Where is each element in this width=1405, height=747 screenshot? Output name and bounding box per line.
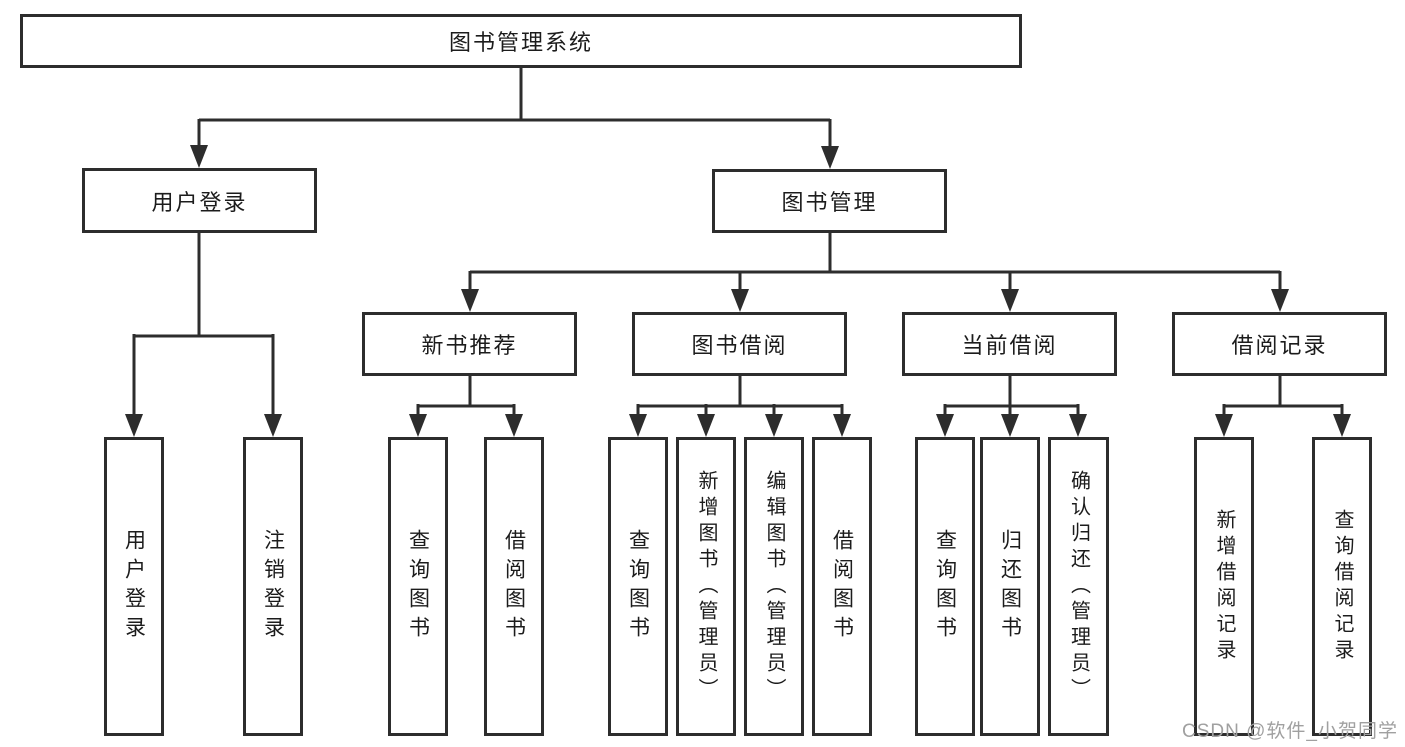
node-new-book-recommendation: 新书推荐 — [362, 312, 577, 376]
leaf-logout: 注销登录 — [243, 437, 303, 736]
node-current-borrowing: 当前借阅 — [902, 312, 1117, 376]
node-book-management: 图书管理 — [712, 169, 947, 233]
leaf-return-books: 归还图书 — [980, 437, 1040, 736]
leaf-add-book-admin: 新增图书（管理员） — [676, 437, 736, 736]
leaf-query-books-borrowing: 查询图书 — [608, 437, 668, 736]
leaf-query-books-current: 查询图书 — [915, 437, 975, 736]
leaf-borrow-books-borrowing: 借阅图书 — [812, 437, 872, 736]
node-user-login: 用户登录 — [82, 168, 317, 233]
csdn-watermark: CSDN @软件_小贺同学 — [1182, 721, 1398, 742]
leaf-add-borrow-record: 新增借阅记录 — [1194, 437, 1254, 736]
leaf-user-login: 用户登录 — [104, 437, 164, 736]
leaf-edit-book-admin: 编辑图书（管理员） — [744, 437, 804, 736]
leaf-borrow-books-recommend: 借阅图书 — [484, 437, 544, 736]
node-root-system: 图书管理系统 — [20, 14, 1022, 68]
node-book-borrowing: 图书借阅 — [632, 312, 847, 376]
leaf-query-borrow-record: 查询借阅记录 — [1312, 437, 1372, 736]
node-borrowing-records: 借阅记录 — [1172, 312, 1387, 376]
leaf-query-books-recommend: 查询图书 — [388, 437, 448, 736]
leaf-confirm-return-admin: 确认归还（管理员） — [1048, 437, 1109, 736]
